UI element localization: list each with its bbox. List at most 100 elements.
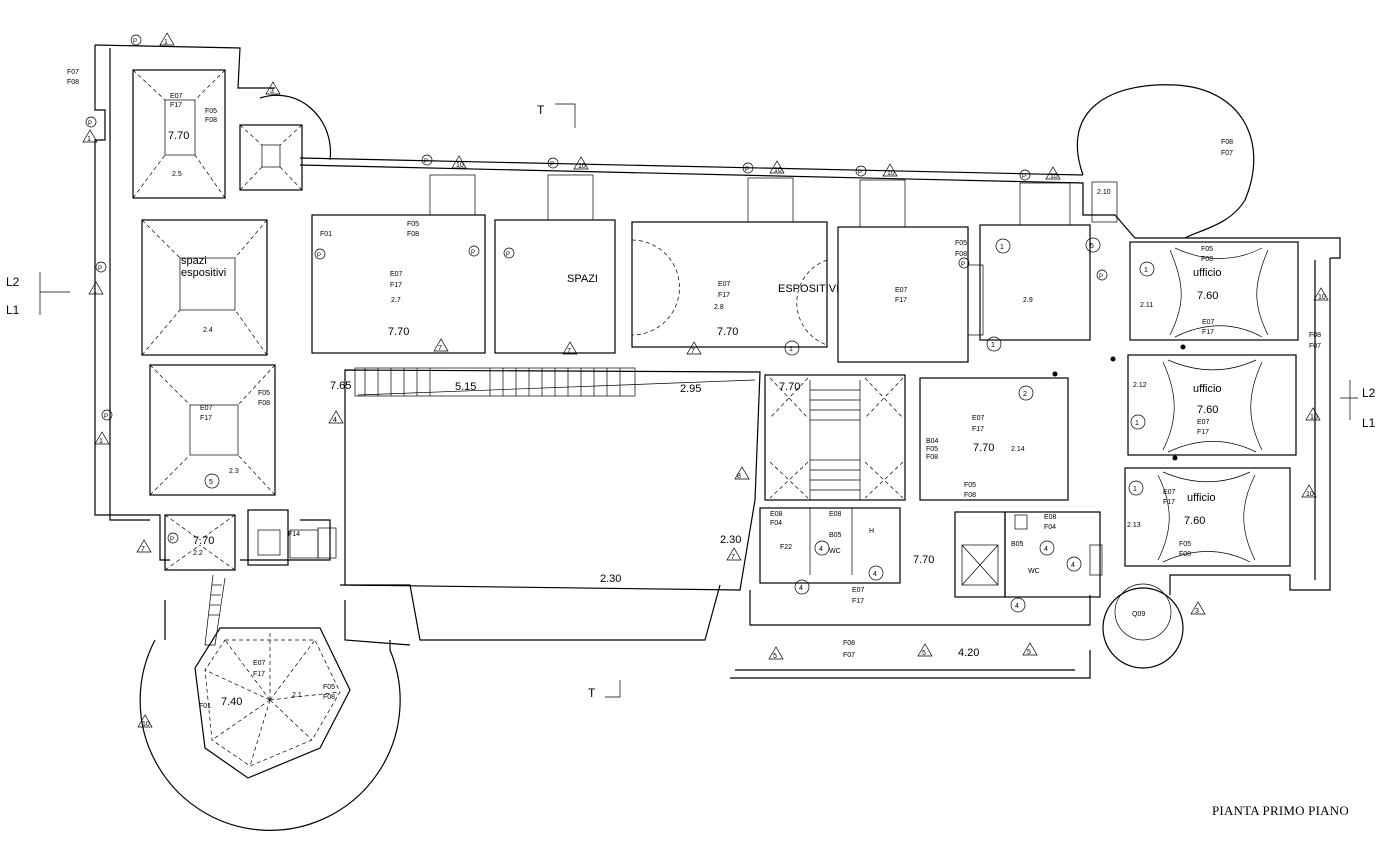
door-tag-10: 8 bbox=[737, 473, 741, 480]
finish-b04: B04 bbox=[926, 438, 939, 445]
height-2-14: 7.70 bbox=[973, 442, 994, 454]
wc-label-2: WC bbox=[1028, 568, 1040, 575]
finish-f07-round: F07 bbox=[1221, 150, 1233, 157]
office-label-1: ufficio bbox=[1193, 267, 1222, 279]
room-id-2-8: 2.8 bbox=[714, 304, 724, 311]
door-tag-5b: 5 bbox=[922, 650, 926, 657]
door-tag-9g: 10 bbox=[1310, 414, 1318, 421]
door-tag-7d: 7 bbox=[691, 348, 695, 355]
room-label-spazi-caps: SPAZI bbox=[567, 273, 598, 285]
fitting-tag-5a: 5 bbox=[209, 479, 213, 486]
finish-f07-right: F07 bbox=[1309, 343, 1321, 350]
finish-f17-2-7: F17 bbox=[390, 282, 402, 289]
finish-f22: F22 bbox=[780, 544, 792, 551]
office-label-2: ufficio bbox=[1193, 383, 1222, 395]
finish-b05-b: B05 bbox=[1011, 541, 1024, 548]
finish-f04-a: F04 bbox=[770, 520, 782, 527]
finish-f05-2-1: F05 bbox=[323, 684, 335, 691]
fitting-tag-1a: 1 bbox=[789, 346, 793, 353]
finish-f08-right: F08 bbox=[1309, 332, 1321, 339]
door-tag-1c: 1 bbox=[93, 288, 97, 295]
p-tag-10: P bbox=[550, 162, 554, 168]
finish-f17-a: F17 bbox=[170, 102, 182, 109]
fitting-tag-1c: 1 bbox=[991, 342, 995, 349]
finish-f08-2-3: F08 bbox=[258, 400, 270, 407]
fitting-tag-4d: 4 bbox=[1044, 546, 1048, 553]
central-rooms bbox=[311, 174, 1118, 363]
door-tag-8: 10 bbox=[142, 721, 150, 728]
finish-f08-b: F08 bbox=[926, 454, 938, 461]
section-marks bbox=[39, 103, 1358, 698]
fitting-tag-5b: 5 bbox=[1090, 243, 1094, 250]
finish-f17-2-14: F17 bbox=[972, 426, 984, 433]
finish-e07-2-3: E07 bbox=[200, 405, 213, 412]
section-mark-l1-right: L1 bbox=[1362, 416, 1376, 430]
finish-e07-room: E07 bbox=[895, 287, 908, 294]
fitting-tag-4b: 4 bbox=[873, 571, 877, 578]
height-hall: 2.30 bbox=[600, 573, 621, 585]
finish-e07-service: E07 bbox=[852, 587, 865, 594]
height-2-7: 7.70 bbox=[388, 326, 409, 338]
labels: L2 L1 L2 L1 T T spazi espositivi SPAZI E… bbox=[6, 69, 1376, 710]
finish-e07-2-7: E07 bbox=[390, 271, 403, 278]
finish-e07-2-13: E07 bbox=[1163, 489, 1176, 496]
height-corridor: 7.70 bbox=[913, 554, 934, 566]
room-id-2-11: 2.11 bbox=[1140, 302, 1153, 309]
fitting-tag-4e: 4 bbox=[1071, 562, 1075, 569]
room-id-2-14: 2.14 bbox=[1011, 446, 1025, 453]
finish-f05-b: F05 bbox=[926, 446, 938, 453]
finish-q09: Q09 bbox=[1132, 611, 1145, 618]
hall bbox=[344, 367, 906, 591]
finish-f17-2-1: F17 bbox=[253, 671, 265, 678]
finish-f01-2-1: F01 bbox=[199, 703, 211, 710]
fitting-tag-1f: 1 bbox=[1133, 486, 1137, 493]
finish-f05-a: F05 bbox=[205, 108, 217, 115]
finish-f08-terrace: F08 bbox=[843, 640, 855, 647]
h-label: H bbox=[869, 528, 874, 535]
height-2-13: 7.60 bbox=[1184, 515, 1205, 527]
plan-title: PIANTA PRIMO PIANO bbox=[1212, 803, 1349, 818]
p-tag-8: P bbox=[506, 252, 510, 258]
height-2-5: 7.70 bbox=[168, 130, 189, 142]
fitting-tag-2: 2 bbox=[1023, 391, 1027, 398]
room-id-2-9: 2.9 bbox=[1023, 297, 1033, 304]
room-id-2-10: 2.10 bbox=[1097, 189, 1111, 196]
room-id-2-3: 2.3 bbox=[229, 468, 239, 475]
fitting-tag-4f: 4 bbox=[1015, 603, 1019, 610]
finish-f17-2-11: F17 bbox=[1202, 329, 1214, 336]
door-tag-7b: 7 bbox=[438, 345, 442, 352]
finish-e07-2-12: E07 bbox=[1197, 419, 1210, 426]
door-tag-9f: 10 bbox=[1318, 294, 1326, 301]
finish-f08-a: F08 bbox=[205, 117, 217, 124]
finish-f05-2-11: F05 bbox=[1201, 246, 1213, 253]
finish-f17-service: F17 bbox=[852, 598, 864, 605]
finish-f17-2-3: F17 bbox=[200, 415, 212, 422]
finish-b05-a: B05 bbox=[829, 532, 842, 539]
office-label-3: ufficio bbox=[1187, 492, 1216, 504]
p-tag-3: P bbox=[98, 266, 102, 272]
door-tag-5a: 5 bbox=[773, 653, 777, 660]
p-tag-1: P bbox=[133, 39, 137, 45]
fitting-tag-4c: 4 bbox=[799, 585, 803, 592]
height-stair: 7.70 bbox=[779, 381, 800, 393]
door-tag-7e: 7 bbox=[731, 554, 735, 561]
room-label-espositivi: espositivi bbox=[181, 267, 226, 279]
door-tag-9b: 10 bbox=[578, 163, 586, 170]
finish-f07-corner: F07 bbox=[67, 69, 79, 76]
finish-e07-2-1: E07 bbox=[253, 660, 266, 667]
p-tag-9: P bbox=[424, 159, 428, 165]
finish-f08-2-11: F08 bbox=[1201, 256, 1213, 263]
finish-e08-b: E08 bbox=[829, 511, 842, 518]
finish-f17-2-12: F17 bbox=[1197, 429, 1209, 436]
finish-f08-2-1: F08 bbox=[323, 694, 335, 701]
door-tag-7a: 7 bbox=[141, 546, 145, 553]
p-tag-4: P bbox=[104, 414, 108, 420]
fitting-tag-1d: 1 bbox=[1144, 267, 1148, 274]
finish-f14: F14 bbox=[288, 531, 300, 538]
door-tag-9a: 10 bbox=[456, 162, 464, 169]
finish-f17-room: F17 bbox=[895, 297, 907, 304]
height-mezzanine: 2.95 bbox=[680, 383, 701, 395]
p-tag-15: P bbox=[1099, 274, 1103, 280]
room-id-2-2: 2.2 bbox=[193, 550, 203, 557]
room-id-2-12: 2.12 bbox=[1133, 382, 1147, 389]
